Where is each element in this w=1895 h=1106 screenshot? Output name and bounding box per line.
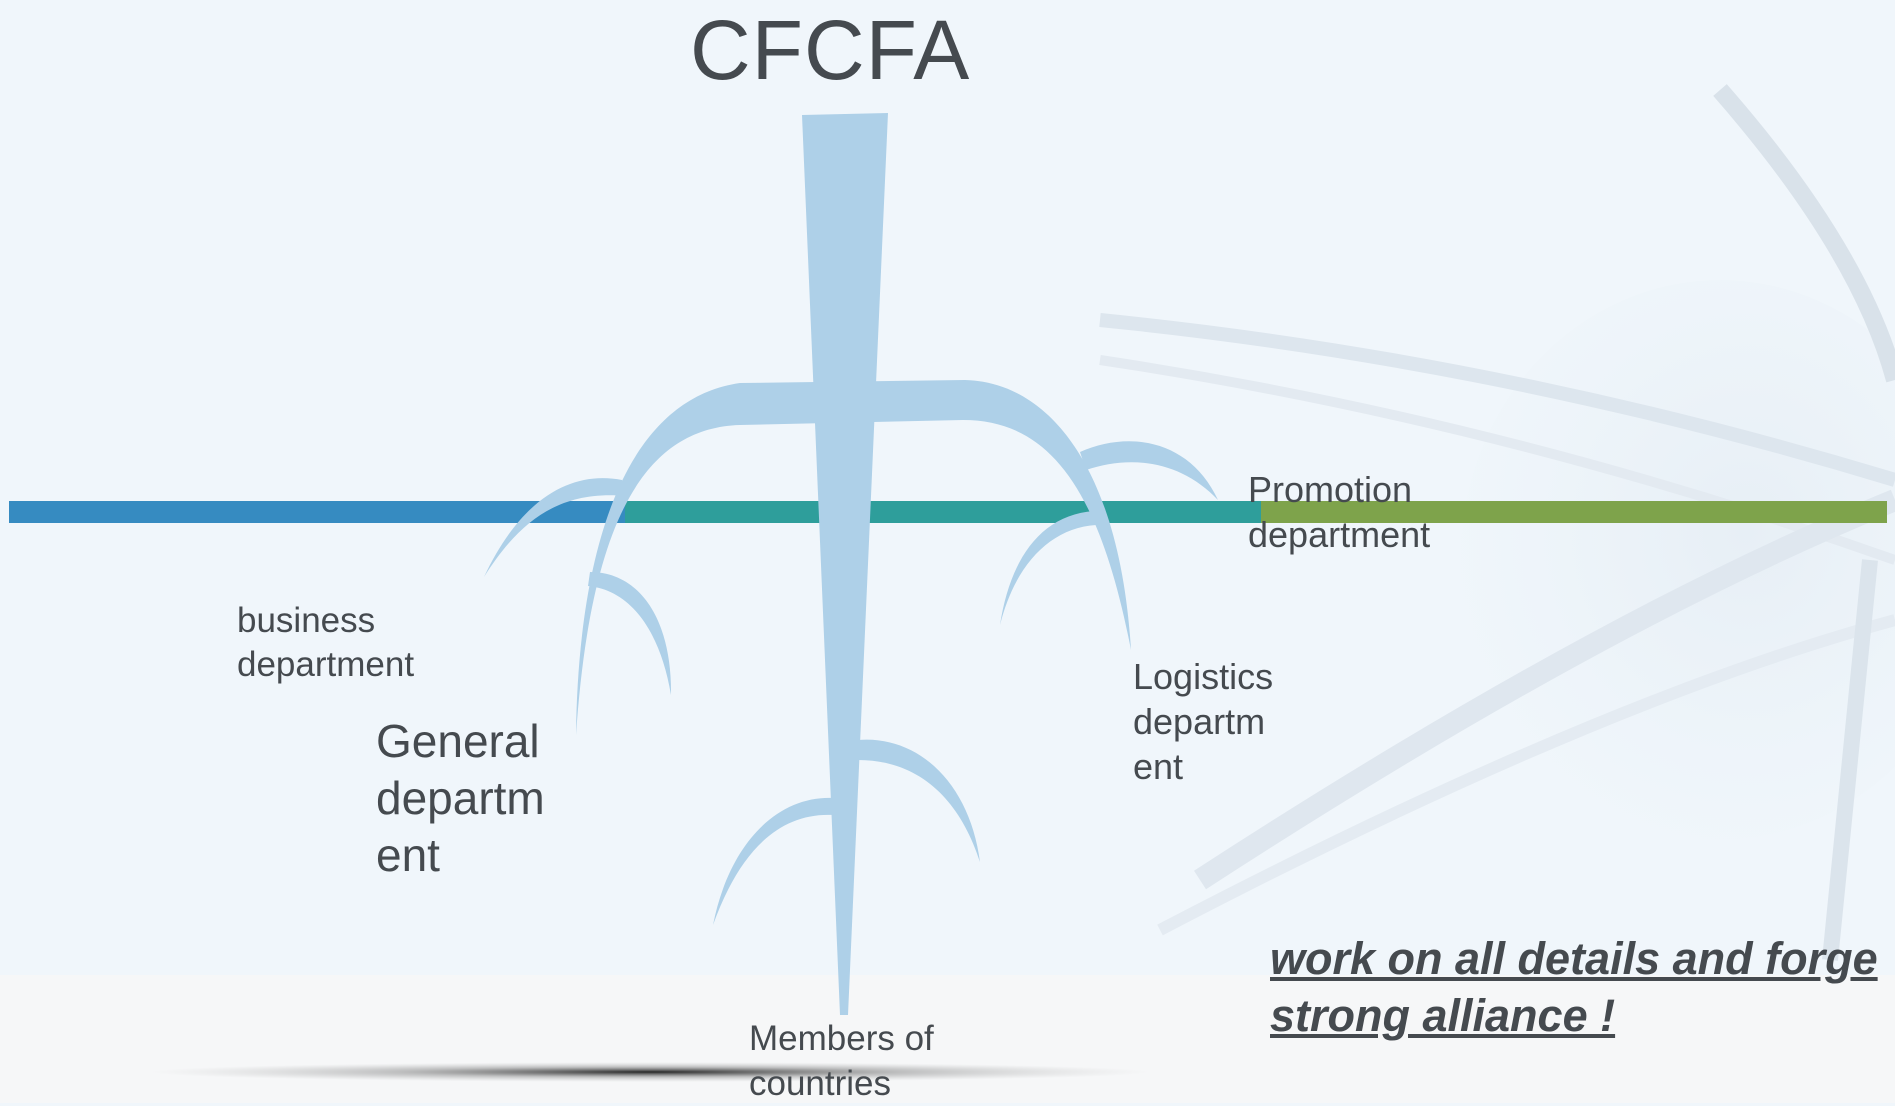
branch-business [484,478,626,577]
branch-members-right [858,739,980,862]
bar-segment-blue [9,501,625,523]
node-logistics-department: Logistics departm ent [1133,656,1274,787]
slogan: work on all details and forge strong all… [1270,930,1878,1044]
branch-promotion [1080,441,1218,500]
node-business-department: business department [237,601,415,684]
node-members-of-countries: Members of countries [749,1019,934,1103]
tree-shape [484,113,1218,1015]
tree-trunk [802,113,888,1015]
diagram-title: CFCFA [690,3,971,97]
node-general-department: General departm ent [376,715,545,881]
node-promotion-department: Promotion department [1248,469,1431,555]
footer-band [0,975,1895,1103]
branch-members-left [713,797,834,925]
branch-general [588,572,672,695]
footer-shadow [150,1062,1150,1082]
bar-segment-green [1261,501,1887,523]
background-globe-decoration [1099,84,1895,961]
slogan-line-1: work on all details and forge [1270,933,1878,984]
slogan-line-2: strong alliance ! [1270,990,1616,1041]
branch-logistics [1000,511,1096,625]
bar-segment-teal [625,501,1261,523]
